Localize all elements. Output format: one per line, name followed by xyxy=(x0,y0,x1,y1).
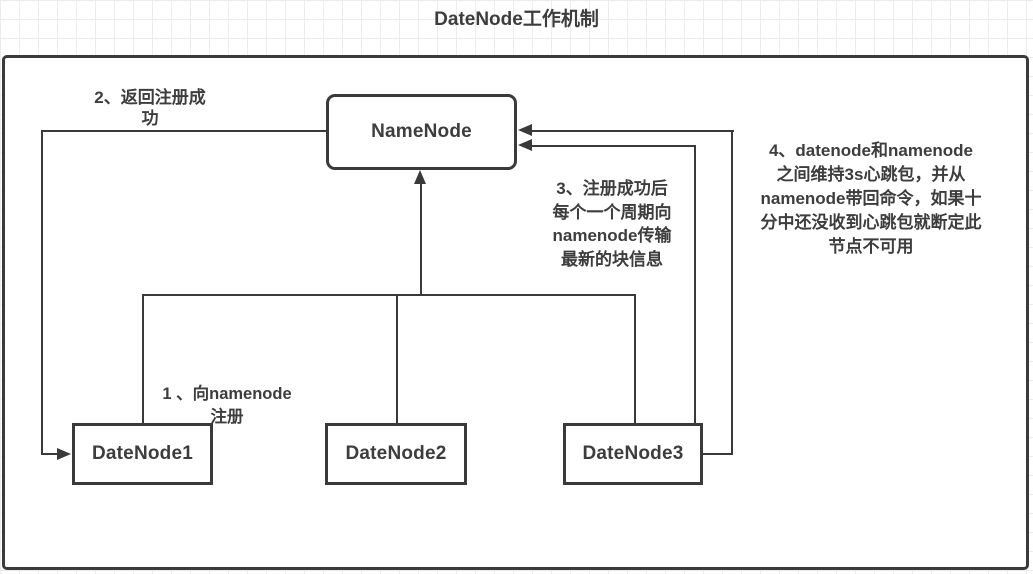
arrowhead-into-datenode1 xyxy=(57,448,71,460)
edge-step2-bottom-segment xyxy=(41,453,59,455)
edge-tree-drop-datenode1 xyxy=(142,295,144,424)
node-datenode3-label: DateNode3 xyxy=(582,443,684,464)
node-datenode1-label: DateNode1 xyxy=(91,443,194,464)
node-datenode2-label: DateNode2 xyxy=(345,443,447,464)
arrowhead-into-namenode-right-lower xyxy=(518,139,532,151)
arrowhead-into-namenode-right-upper xyxy=(518,124,532,136)
edge-step2-top-segment xyxy=(42,130,326,132)
node-namenode[interactable]: NameNode xyxy=(326,94,517,170)
edge-step2-left-segment xyxy=(41,130,43,455)
node-namenode-label: NameNode xyxy=(371,121,472,142)
edge-step3-horizontal xyxy=(531,145,696,147)
edge-tree-drop-datenode3 xyxy=(634,295,636,424)
annotation-step1-register[interactable]: 1 、向namenode 注册 xyxy=(162,385,292,426)
node-datenode1[interactable]: DateNode1 xyxy=(72,423,213,485)
edge-step4-top-segment xyxy=(531,130,734,132)
edge-tree-drop-datenode2 xyxy=(396,295,398,424)
arrowhead-into-namenode-bottom xyxy=(414,170,426,184)
annotation-step3-block-report[interactable]: 3、注册成功后 每个一个周期向 namenode传输 最新的块信息 xyxy=(552,179,672,269)
annotation-step4-heartbeat[interactable]: 4、datenode和namenode 之间维持3s心跳包，并从 namenod… xyxy=(760,141,982,256)
page-title: DateNode工作机制 xyxy=(434,9,599,30)
node-datenode3[interactable]: DateNode3 xyxy=(563,423,703,485)
annotation-step2-register-success[interactable]: 2、返回注册成 功 xyxy=(94,88,206,128)
edge-tree-riser xyxy=(420,182,422,296)
node-datenode2[interactable]: DateNode2 xyxy=(325,423,467,485)
edge-step4-vertical xyxy=(731,130,733,455)
edge-step3-vertical xyxy=(694,145,696,423)
edge-step4-bottom-segment xyxy=(703,453,733,455)
edge-tree-horizontal xyxy=(142,294,636,296)
